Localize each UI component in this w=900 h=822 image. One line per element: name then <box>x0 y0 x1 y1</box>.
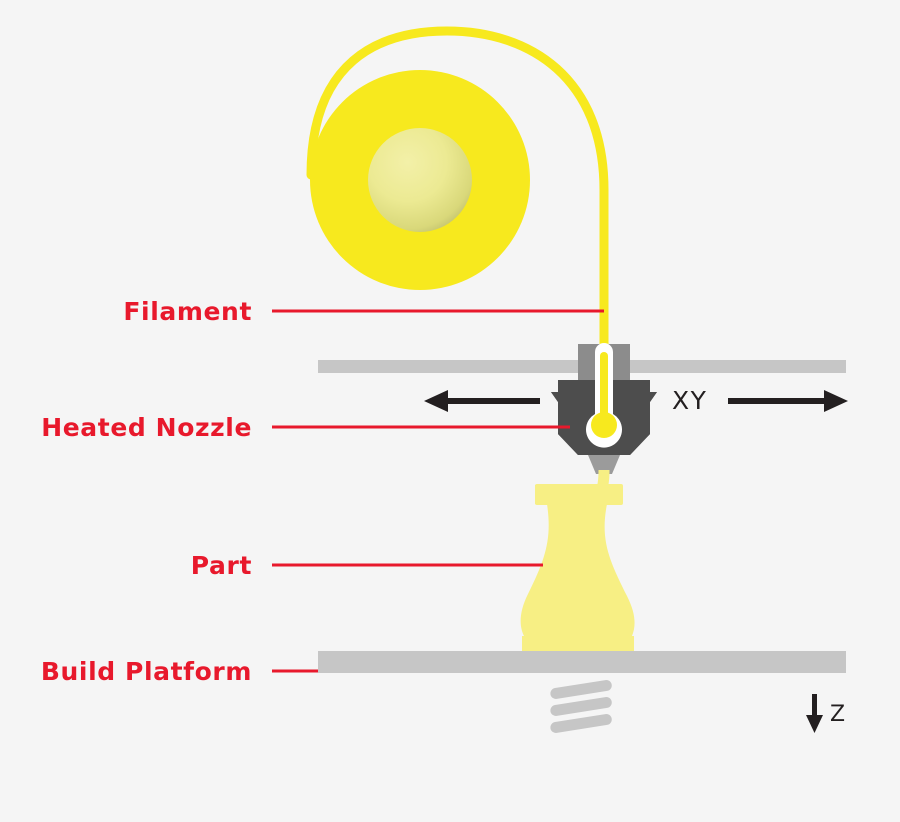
xy-arrow-right-head <box>824 390 848 412</box>
z-stage-spring <box>550 680 612 733</box>
xy-axis-arrows <box>424 390 848 412</box>
spring-bar <box>550 680 612 699</box>
xy-arrow-left-shaft <box>444 398 540 404</box>
part-body <box>520 485 635 664</box>
callout-label-part: Part <box>190 551 252 580</box>
leader-lines <box>272 309 604 673</box>
axis-label-xy: XY <box>672 386 708 415</box>
xy-arrow-right-shaft <box>728 398 824 404</box>
callout-label-build-platform: Build Platform <box>40 657 252 686</box>
spool-hub <box>368 128 472 232</box>
spring-bar <box>550 714 612 733</box>
axis-label-z: Z <box>830 702 846 727</box>
thermometer-stem <box>600 352 608 420</box>
callout-label-filament: Filament <box>123 297 252 326</box>
filament-spool-group <box>310 70 530 290</box>
thermometer-bulb <box>591 412 617 438</box>
callout-label-heated-nozzle: Heated Nozzle <box>41 413 252 442</box>
build-platform <box>318 651 846 673</box>
xy-arrow-left-head <box>424 390 448 412</box>
spring-bar <box>550 697 612 716</box>
z-axis-arrow <box>806 694 823 733</box>
thermometer-icon <box>586 343 622 448</box>
z-arrow-shaft <box>812 694 817 722</box>
nozzle-tip <box>588 455 620 474</box>
nozzle-assembly <box>551 343 657 474</box>
part-top-lip <box>535 484 623 505</box>
filament-strand <box>306 26 609 363</box>
z-arrow-head <box>806 715 823 733</box>
printed-part <box>520 484 635 664</box>
